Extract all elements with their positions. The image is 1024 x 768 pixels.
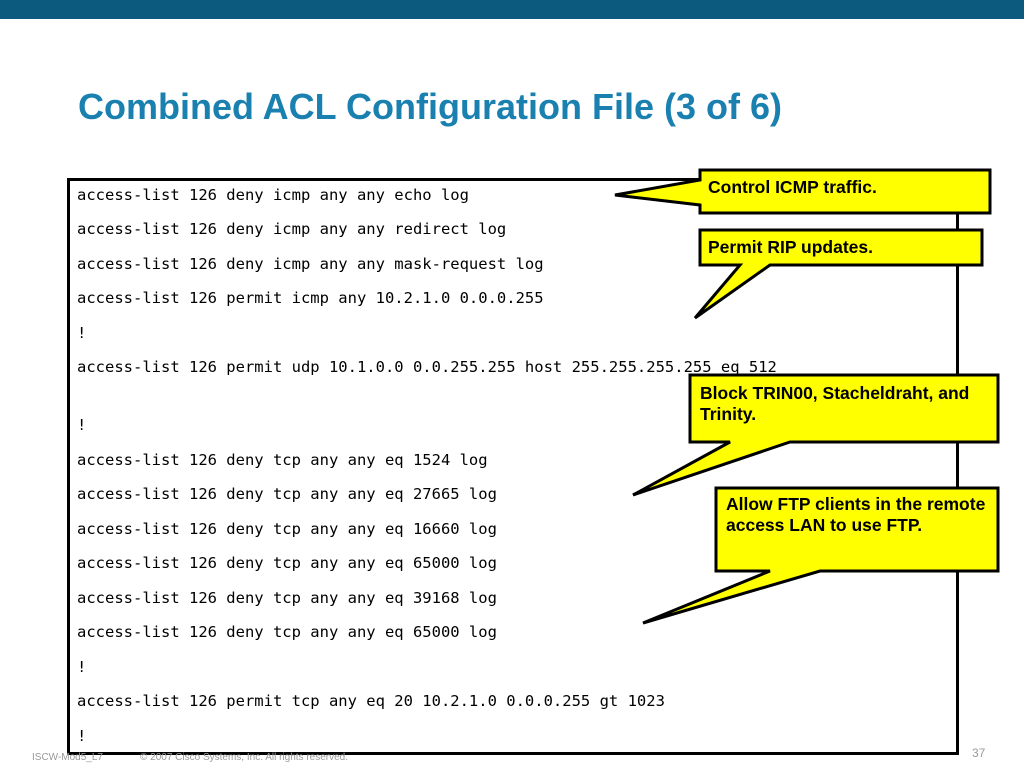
code-line: access-list 126 permit icmp any 10.2.1.0… — [77, 289, 544, 307]
code-line: access-list 126 deny tcp any any eq 2766… — [77, 485, 497, 503]
code-line: access-list 126 deny tcp any any eq 6500… — [77, 554, 497, 572]
code-line: access-list 126 deny tcp any any eq 6500… — [77, 623, 497, 641]
code-line: access-list 126 deny tcp any any eq 1524… — [77, 451, 488, 469]
callout-rip-label: Permit RIP updates. — [708, 237, 874, 257]
callout-trinoo — [632, 373, 1000, 497]
code-line: access-list 126 deny tcp any any eq 1666… — [77, 520, 497, 538]
slide-title: Combined ACL Configuration File (3 of 6) — [78, 86, 782, 127]
code-line: access-list 126 deny icmp any any redire… — [77, 220, 507, 238]
code-line: access-list 126 deny icmp any any mask-r… — [77, 255, 544, 273]
callout-trinoo-label: Block TRIN00, Stacheldraht, and Trinity. — [700, 383, 970, 424]
callout-rip — [693, 228, 984, 320]
code-line: ! — [77, 416, 87, 434]
code-box — [67, 178, 959, 755]
code-line: access-list 126 permit udp 10.1.0.0 0.0.… — [77, 358, 777, 376]
page-number: 37 — [972, 746, 986, 760]
top-banner — [0, 0, 1024, 19]
code-line: access-list 126 deny icmp any any echo l… — [77, 186, 469, 204]
code-line: access-list 126 permit tcp any eq 20 10.… — [77, 692, 665, 710]
callout-icmp — [614, 168, 992, 215]
callout-ftp — [642, 486, 1000, 625]
footer-copyright: © 2007 Cisco Systems, Inc. All rights re… — [140, 752, 349, 763]
code-line: ! — [77, 658, 87, 676]
callout-icmp-label: Control ICMP traffic. — [708, 177, 877, 197]
footer-course: ISCW-Mod5_L7 — [32, 752, 103, 763]
code-line: access-list 126 deny tcp any any eq 3916… — [77, 589, 497, 607]
callout-ftp-label: Allow FTP clients in the remote access L… — [726, 494, 986, 535]
code-line: ! — [77, 727, 87, 745]
code-line: ! — [77, 324, 87, 342]
